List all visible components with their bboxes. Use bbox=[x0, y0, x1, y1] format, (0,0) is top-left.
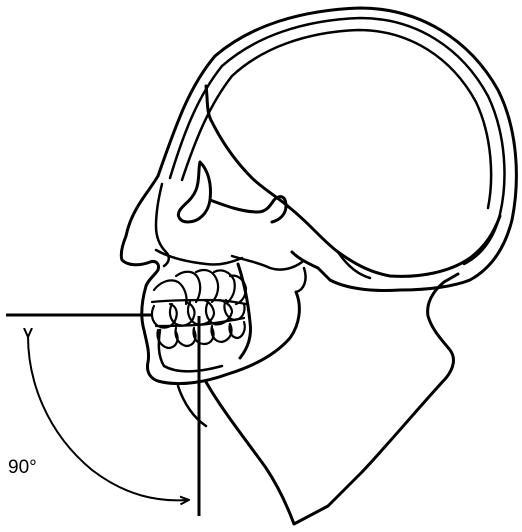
angle-label: 90° bbox=[8, 457, 37, 478]
reference-lines bbox=[6, 315, 199, 516]
cranium-outline bbox=[158, 8, 516, 291]
cranial-base-outline bbox=[206, 86, 500, 278]
facial-profile bbox=[121, 162, 302, 286]
angle-arc-arrow bbox=[28, 336, 188, 500]
